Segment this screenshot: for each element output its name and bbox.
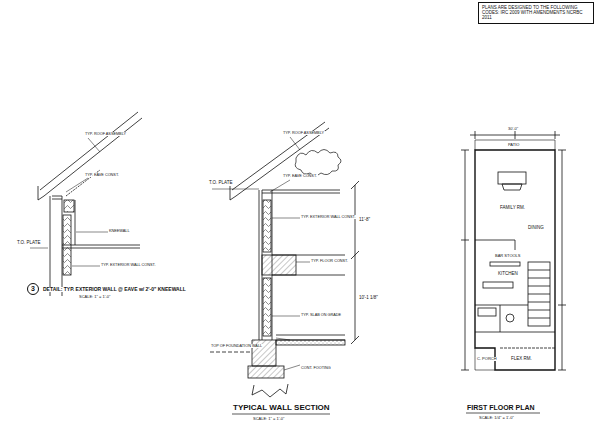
callout-note: TYP. SLAB ON GRADE [300, 313, 342, 317]
dimension: 30'-0" [507, 127, 519, 131]
scale-note: SCALE: 1/4" = 1'-0" [478, 416, 515, 420]
dimension: 11'-8" [358, 218, 371, 223]
room-name: BAR STOOLS [494, 254, 522, 258]
callout-note: TYP. ROOF ASSEMBLY [84, 132, 127, 136]
level-mark: T.O. PLATE [208, 181, 233, 186]
room-name: PATIO [507, 143, 520, 147]
callout-note: TOP OF FOUNDATION WALL [210, 344, 263, 348]
detail-callout: 3 [27, 283, 39, 295]
scale-note: SCALE: 1" = 1'-0" [252, 417, 286, 421]
section-title: TYPICAL WALL SECTION [232, 404, 331, 412]
callout-note: TYP. EXTERIOR WALL CONST. [300, 215, 357, 219]
room-name: FLEX RM. [510, 357, 533, 362]
room-name: DINING [527, 226, 545, 231]
callout-note: TYP. ROOF ASSEMBLY [282, 131, 325, 135]
plan-title: FIRST FLOOR PLAN [466, 404, 536, 411]
callout-note: TYP. EXTERIOR WALL CONST. [100, 263, 157, 267]
code-note: PLANS ARE DESIGNED TO THE FOLLOWING CODE… [482, 5, 590, 21]
callout-number: 3 [28, 285, 38, 293]
callout-note: TYP. FLOOR CONST. [310, 259, 349, 263]
code-note-box: PLANS ARE DESIGNED TO THE FOLLOWING CODE… [478, 2, 594, 24]
callout-note: TYP. EAVE CONST. [282, 174, 318, 178]
detail-title: DETAIL: TYP. EXTERIOR WALL @ EAVE w/ 2'-… [42, 287, 187, 292]
callout-note: KNEEWALL [108, 229, 131, 233]
dimension: 10'-1 1/8" [358, 296, 379, 301]
scale-note: SCALE: 1" = 1'-0" [78, 295, 112, 299]
callout-note: CONT. FOOTING [300, 366, 332, 370]
room-name: KITCHEN [497, 272, 519, 277]
room-name: C. PORCH [476, 357, 498, 361]
callout-note: TYP. EAVE CONST. [84, 173, 120, 177]
level-mark: T.O. PLATE [16, 241, 41, 246]
room-name: FAMILY RM. [499, 206, 526, 211]
